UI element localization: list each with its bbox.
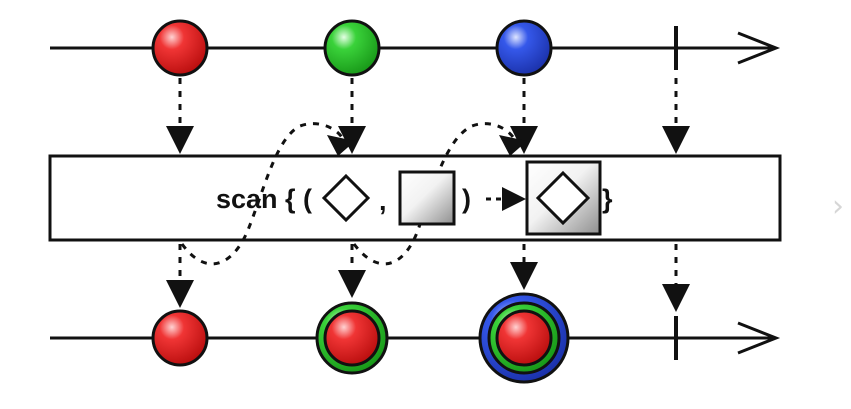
arrowhead-out-2 (338, 270, 366, 298)
diamond-icon (321, 173, 371, 223)
feedback-curve-2 (352, 122, 518, 266)
operator-label-close: ) (462, 184, 471, 214)
arrowhead-out-3 (510, 262, 538, 290)
feedback-curves (180, 122, 518, 266)
input-arrows (178, 78, 678, 128)
feedback-arrowhead-1 (327, 135, 355, 156)
feedback-arrowhead-2 (499, 135, 527, 156)
input-arrowheads (166, 126, 690, 154)
output-arrowheads (166, 262, 690, 312)
arrowhead-out-1 (166, 280, 194, 308)
feedback-arrowheads (327, 135, 527, 156)
output-arrows (178, 244, 678, 284)
input-marble-red (151, 19, 209, 77)
output-marble-2-red-core (323, 309, 381, 367)
output-marble-3 (478, 292, 570, 384)
square-icon (398, 170, 456, 226)
input-marble-green (323, 19, 381, 77)
output-marble-2 (315, 301, 389, 375)
output-marble-1 (151, 309, 209, 367)
operator-label-comma: , (379, 186, 387, 216)
arrowhead-green-down (338, 126, 366, 154)
input-timeline-arrowhead (737, 31, 781, 65)
operator-label-end: } (602, 184, 613, 214)
arrowhead-out-complete (662, 284, 690, 312)
arrowhead-complete-down (662, 126, 690, 154)
feedback-curve-1 (180, 122, 346, 266)
output-timeline (50, 292, 781, 384)
output-timeline-arrowhead (737, 321, 781, 355)
input-marble-blue (495, 19, 553, 77)
output-marble-3-red-core (495, 309, 553, 367)
arrowhead-blue-down (510, 126, 538, 154)
accumulator-diamond-icon (535, 170, 591, 226)
arrowhead-red-down (166, 126, 194, 154)
input-timeline (50, 19, 781, 77)
operator-label-prefix: scan { ( (216, 184, 312, 214)
right-chevron-icon[interactable]: › (832, 189, 844, 224)
result-arrowhead (502, 187, 526, 211)
